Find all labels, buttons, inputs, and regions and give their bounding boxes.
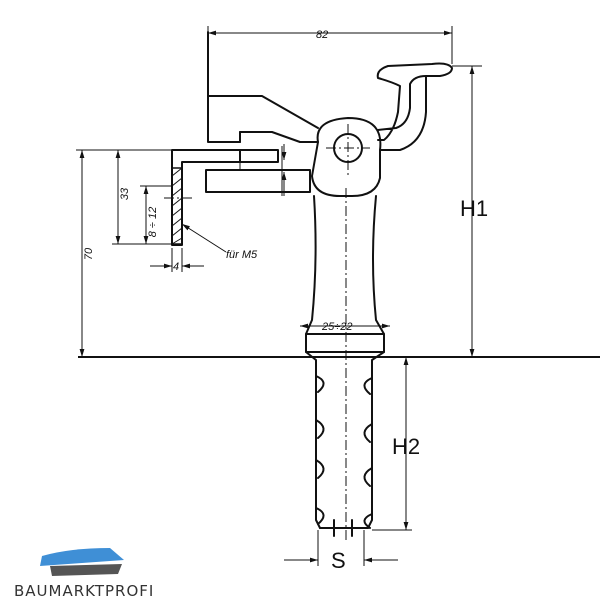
dim-70-label: 70 bbox=[83, 247, 95, 260]
shaft bbox=[305, 188, 385, 540]
dim-33: 33 bbox=[112, 150, 172, 245]
dim-s: S bbox=[284, 530, 398, 573]
screw-callout: für M5 bbox=[181, 223, 258, 261]
dim-4: 4 bbox=[150, 248, 204, 273]
dim-h2: H2 bbox=[372, 357, 420, 531]
logo-text: BAUMARKTPROFI bbox=[14, 582, 154, 600]
upper-arm bbox=[376, 62, 453, 151]
dim-neck-label: 25÷22 bbox=[321, 321, 353, 333]
logo-roof-icon bbox=[40, 548, 124, 566]
dim-slot: 8 ÷ 12 bbox=[140, 185, 172, 245]
dim-h1: H1 bbox=[452, 65, 488, 357]
dim-4-label: 4 bbox=[173, 261, 179, 273]
pivot-eye bbox=[311, 117, 382, 197]
dim-33-label: 33 bbox=[119, 187, 131, 200]
dim-82-label: 82 bbox=[316, 29, 328, 41]
dim-82: 82 bbox=[207, 26, 453, 64]
logo-bar-icon bbox=[50, 564, 122, 576]
dim-h2-label: H2 bbox=[392, 434, 420, 459]
dim-slot-label: 8 ÷ 12 bbox=[147, 207, 159, 238]
dim-s-label: S bbox=[331, 548, 346, 573]
bracket-body bbox=[171, 31, 319, 246]
baumarktprofi-logo: BAUMARKTPROFI bbox=[14, 548, 154, 600]
screw-label: für M5 bbox=[226, 249, 258, 261]
dim-70: 70 bbox=[76, 149, 172, 357]
dim-neck: 25÷22 bbox=[300, 321, 390, 333]
dim-h1-label: H1 bbox=[460, 196, 488, 221]
clamp-section bbox=[164, 167, 192, 245]
